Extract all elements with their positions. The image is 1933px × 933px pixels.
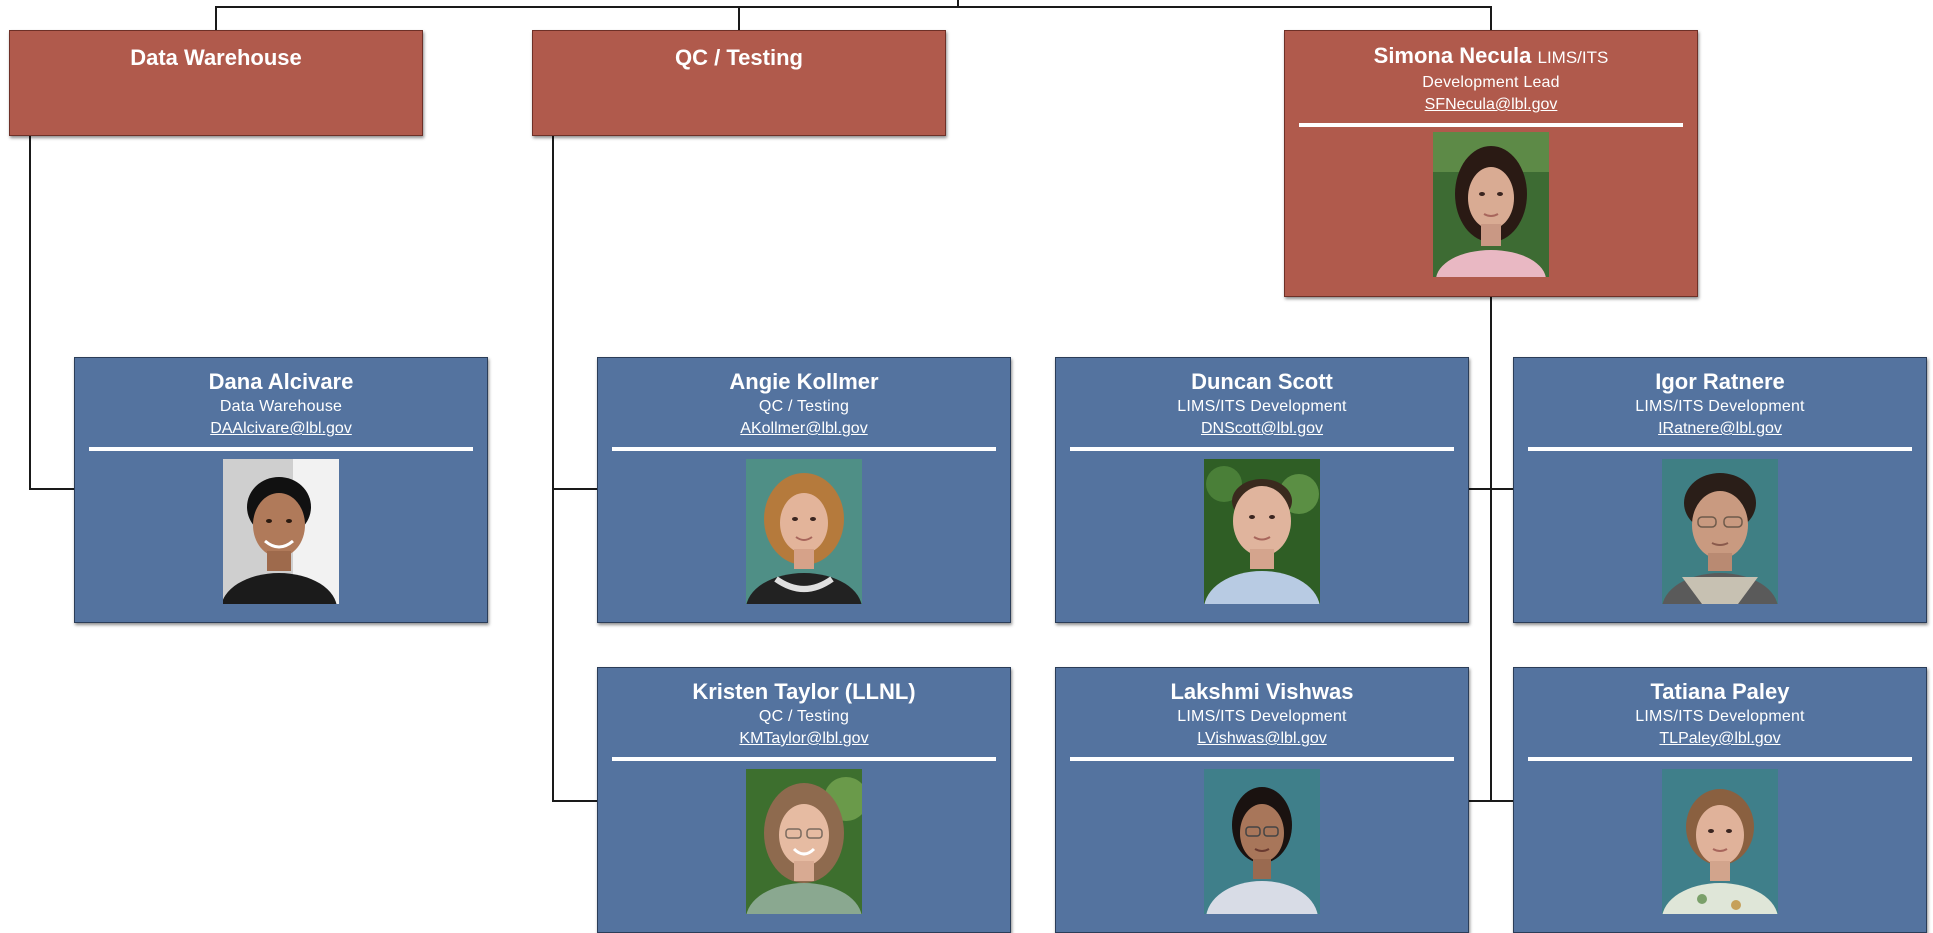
person-name: Duncan Scott [1191, 369, 1333, 394]
divider [1528, 447, 1912, 451]
connector-qc-to-kristen [552, 800, 598, 802]
group-box-qc-testing[interactable]: QC / Testing [532, 30, 946, 136]
email-link[interactable]: TLPaley@lbl.gov [1659, 730, 1781, 747]
person-card-angie-kollmer[interactable]: Angie Kollmer QC / Testing AKollmer@lbl.… [597, 357, 1011, 623]
connector-lead-row1 [1467, 488, 1514, 490]
connector-root-stem [957, 0, 959, 8]
connector-qc-to-angie [552, 488, 598, 490]
email-link[interactable]: DAAlcivare@lbl.gov [210, 420, 352, 437]
divider [1070, 757, 1454, 761]
divider [1299, 123, 1683, 127]
person-role: QC / Testing [758, 708, 850, 725]
person-name: Tatiana Paley [1650, 679, 1790, 704]
connector-lead-down [1490, 297, 1492, 802]
divider [612, 757, 996, 761]
person-name: Igor Ratnere [1655, 369, 1785, 394]
connector-top-bus [215, 6, 1492, 8]
email-link[interactable]: AKollmer@lbl.gov [740, 420, 868, 437]
email-link[interactable]: IRatnere@lbl.gov [1658, 420, 1782, 437]
group-box-data-warehouse[interactable]: Data Warehouse [9, 30, 423, 136]
person-role: QC / Testing [758, 398, 850, 415]
person-card-simona-necula[interactable]: Simona Necula LIMS/ITS Development Lead … [1284, 30, 1698, 297]
person-role: LIMS/ITS Development [1177, 398, 1347, 415]
person-name: Simona Necula LIMS/ITS [1373, 43, 1609, 68]
portrait-photo [746, 459, 862, 604]
person-role: LIMS/ITS Development [1635, 708, 1805, 725]
connector-qc-down [552, 136, 554, 802]
connector-to-lead [1490, 6, 1492, 30]
person-name: Angie Kollmer [729, 369, 879, 394]
divider [1070, 447, 1454, 451]
portrait-photo [1204, 459, 1320, 604]
portrait-photo [746, 769, 862, 914]
email-link[interactable]: SFNecula@lbl.gov [1424, 96, 1558, 113]
person-card-igor-ratnere[interactable]: Igor Ratnere LIMS/ITS Development IRatne… [1513, 357, 1927, 623]
group-title: QC / Testing [675, 45, 803, 70]
person-role: LIMS/ITS Development [1635, 398, 1805, 415]
portrait-photo [223, 459, 339, 604]
person-name: Dana Alcivare [208, 369, 354, 394]
person-role: Development Lead [1422, 74, 1560, 91]
person-role: Data Warehouse [219, 398, 343, 415]
connector-to-qc-testing [738, 6, 740, 30]
email-link[interactable]: KMTaylor@lbl.gov [739, 730, 869, 747]
divider [1528, 757, 1912, 761]
connector-dw-down [29, 136, 31, 490]
portrait-photo [1204, 769, 1320, 914]
portrait-photo [1662, 459, 1778, 604]
portrait-photo [1433, 132, 1549, 277]
divider [612, 447, 996, 451]
person-card-lakshmi-vishwas[interactable]: Lakshmi Vishwas LIMS/ITS Development LVi… [1055, 667, 1469, 933]
person-card-dana-alcivare[interactable]: Dana Alcivare Data Warehouse DAAlcivare@… [74, 357, 488, 623]
divider [89, 447, 473, 451]
portrait-photo [1662, 769, 1778, 914]
connector-dw-to-dana [29, 488, 75, 490]
connector-lead-row2 [1467, 800, 1514, 802]
person-card-kristen-taylor[interactable]: Kristen Taylor (LLNL) QC / Testing KMTay… [597, 667, 1011, 933]
email-link[interactable]: LVishwas@lbl.gov [1197, 730, 1327, 747]
person-card-tatiana-paley[interactable]: Tatiana Paley LIMS/ITS Development TLPal… [1513, 667, 1927, 933]
person-name: Kristen Taylor (LLNL) [692, 679, 916, 704]
person-card-duncan-scott[interactable]: Duncan Scott LIMS/ITS Development DNScot… [1055, 357, 1469, 623]
connector-to-data-warehouse [215, 6, 217, 30]
person-unit: LIMS/ITS [1537, 48, 1609, 67]
email-link[interactable]: DNScott@lbl.gov [1200, 420, 1324, 437]
group-title: Data Warehouse [130, 45, 302, 70]
person-role: LIMS/ITS Development [1177, 708, 1347, 725]
person-name: Lakshmi Vishwas [1170, 679, 1354, 704]
